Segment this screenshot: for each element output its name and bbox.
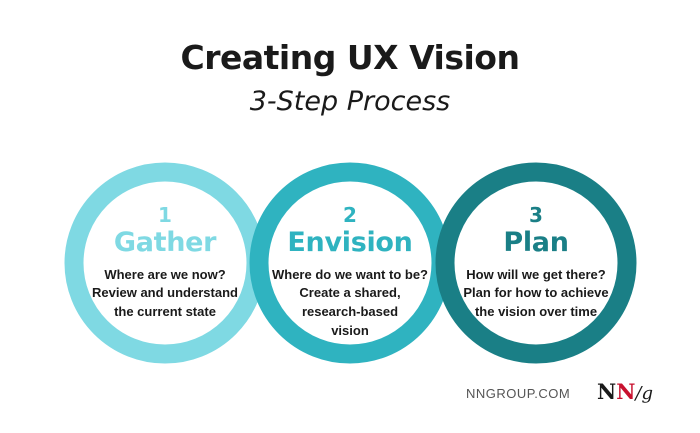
step-description-line: the vision over time (474, 304, 598, 319)
step-number: 2 (343, 203, 357, 227)
step-question: Where are we now? (104, 267, 226, 282)
step-question: How will we get there? (466, 267, 606, 282)
nng-logo: NN/g (597, 380, 653, 406)
step-number: 1 (158, 203, 172, 227)
step-name: Envision (287, 227, 413, 258)
step-description-line: Create a shared, (299, 285, 401, 300)
step-number: 3 (529, 203, 543, 227)
footer-url: NNGROUP.COM (466, 386, 571, 401)
step-question: Where do we want to be? (271, 267, 428, 282)
step-envision: 2 Envision Where do we want to be? Creat… (250, 204, 450, 340)
page-subtitle: 3-Step Process (249, 86, 451, 117)
step-name: Plan (503, 227, 569, 258)
step-description-line: vision (331, 323, 369, 338)
logo-letter: N (597, 379, 617, 404)
ring-plan (435, 162, 637, 364)
logo-letter: /g (635, 383, 653, 404)
step-gather: 1 Gather Where are we now? Review and un… (65, 204, 265, 321)
step-plan: 3 Plan How will we get there? Plan for h… (436, 204, 636, 321)
page-title: Creating UX Vision (180, 38, 520, 77)
step-name: Gather (113, 227, 217, 258)
step-description-line: Review and understand (92, 285, 238, 300)
step-description-line: Plan for how to achieve (463, 285, 609, 300)
step-description-line: the current state (114, 304, 216, 319)
logo-letter: N (616, 379, 636, 404)
step-description-line: research-based (301, 304, 399, 319)
